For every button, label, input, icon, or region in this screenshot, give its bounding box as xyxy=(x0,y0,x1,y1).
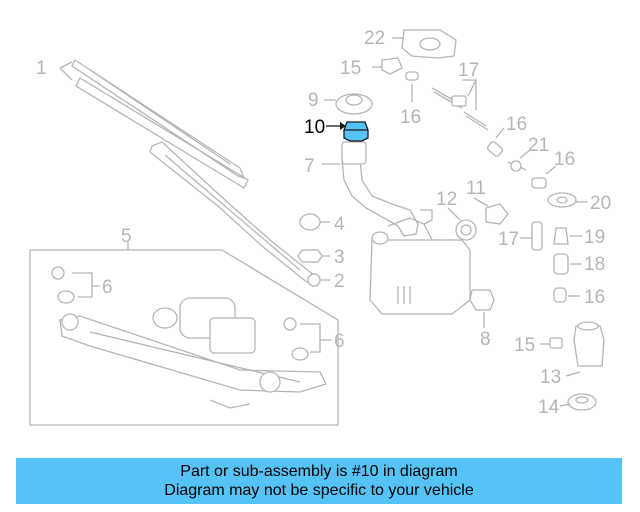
callout-5: 5 xyxy=(121,226,132,247)
callout-13: 13 xyxy=(540,367,561,388)
callout-8: 8 xyxy=(480,329,491,350)
callout-1: 1 xyxy=(36,58,47,79)
highlighted-part-10 xyxy=(326,121,369,142)
callout-7: 7 xyxy=(304,156,315,177)
callout-17-lower: 17 xyxy=(498,229,519,250)
callout-14: 14 xyxy=(538,397,560,418)
callout-20: 20 xyxy=(590,193,611,214)
callout-17-top: 17 xyxy=(458,60,479,81)
callout-labels: 1 2 3 4 5 6 6 7 8 9 10 11 12 13 14 15 15… xyxy=(36,28,611,418)
callout-4: 4 xyxy=(334,214,345,235)
fastener-parts xyxy=(297,213,330,281)
wiper-blade-part xyxy=(59,59,249,189)
callout-10: 10 xyxy=(304,117,325,138)
info-banner: Part or sub-assembly is #10 in diagram D… xyxy=(16,458,622,504)
parts-diagram: 1 2 3 4 5 6 6 7 8 9 10 11 12 13 14 15 15… xyxy=(29,28,611,426)
pump-parts xyxy=(447,197,509,241)
cap-9-part xyxy=(324,93,373,115)
callout-11: 11 xyxy=(466,178,486,199)
banner-line-2: Diagram may not be specific to your vehi… xyxy=(164,482,474,499)
callout-16-b: 16 xyxy=(506,114,527,135)
callout-16-a: 16 xyxy=(400,107,421,128)
callout-16-d: 16 xyxy=(584,287,605,308)
right-column-parts xyxy=(372,29,605,411)
callout-21: 21 xyxy=(528,135,549,156)
wiper-linkage-assembly xyxy=(29,242,339,426)
callout-2: 2 xyxy=(334,271,345,292)
callout-18: 18 xyxy=(584,254,605,275)
callout-6-right: 6 xyxy=(334,331,345,352)
wiper-arm-part xyxy=(149,141,321,287)
callout-12: 12 xyxy=(436,189,457,210)
callout-6-left: 6 xyxy=(102,277,113,298)
banner-line-1: Part or sub-assembly is #10 in diagram xyxy=(180,463,458,480)
callout-9: 9 xyxy=(308,90,319,111)
callout-16-c: 16 xyxy=(554,149,575,170)
callout-3: 3 xyxy=(334,247,345,268)
callout-15-top: 15 xyxy=(340,58,361,79)
callout-15-bottom: 15 xyxy=(514,335,535,356)
washer-reservoir-part xyxy=(322,141,495,328)
callout-19: 19 xyxy=(584,227,605,248)
callout-22: 22 xyxy=(364,28,385,49)
